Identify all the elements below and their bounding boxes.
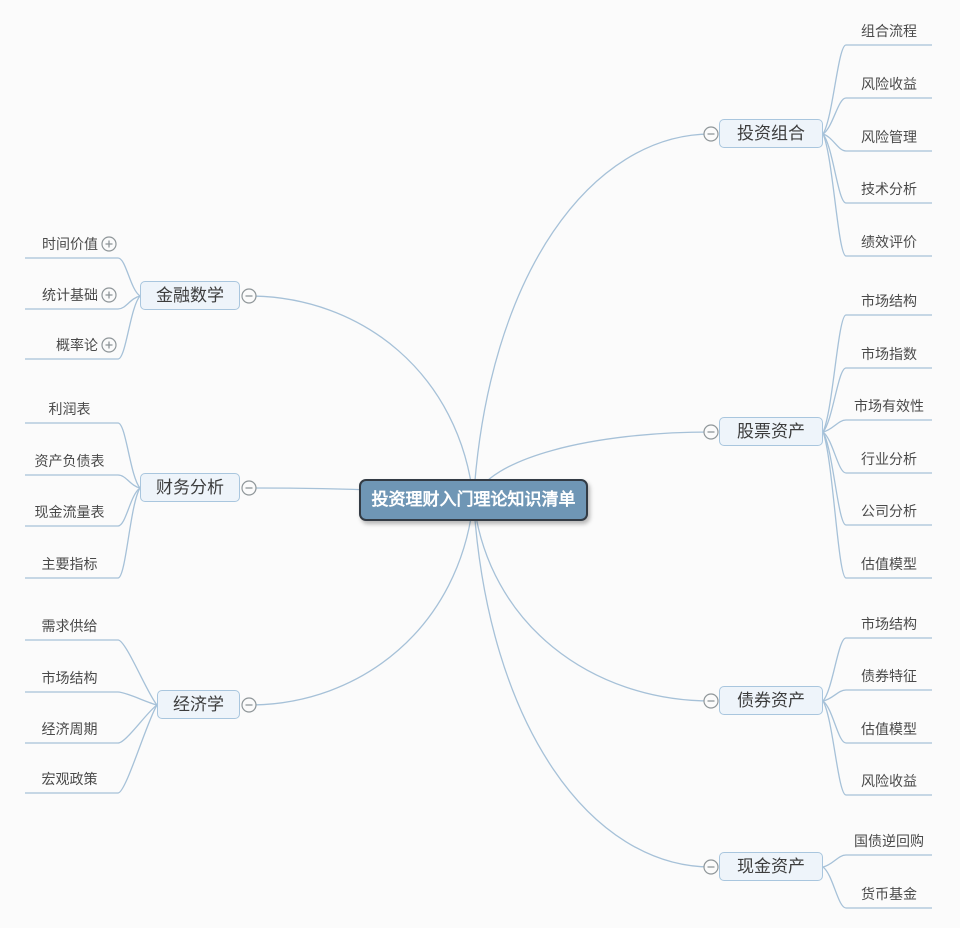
branch-topic-stock-assets[interactable]: 股票资产: [719, 417, 823, 446]
edge-economics-child-1: [25, 691, 158, 706]
subtopic-label[interactable]: 绩效评价: [861, 234, 917, 250]
central-topic[interactable]: 投资理财入门理论知识清单: [359, 479, 588, 521]
edge-bond-assets-child-1: [822, 689, 932, 702]
edge-portfolio-child-3: [822, 133, 932, 204]
branch-topic-economics[interactable]: 经济学: [157, 690, 240, 719]
minus-icon[interactable]: [241, 480, 257, 496]
minus-icon[interactable]: [703, 859, 719, 875]
subtopic-label[interactable]: 统计基础: [42, 287, 98, 303]
subtopic-label[interactable]: 市场有效性: [854, 398, 924, 414]
subtopic-label[interactable]: 货币基金: [861, 886, 917, 902]
edge-stock-assets-child-1: [822, 367, 932, 433]
plus-icon[interactable]: [101, 337, 117, 353]
edge-financial-analysis-child-3: [25, 487, 141, 579]
plus-icon[interactable]: [101, 236, 117, 252]
branch-topic-cash-assets[interactable]: 现金资产: [719, 852, 823, 881]
edge-economics-child-3: [25, 704, 158, 794]
edge-financial-math-child-0: [25, 257, 141, 297]
subtopic-label[interactable]: 市场结构: [41, 670, 98, 686]
edge-bond-assets-child-3: [822, 700, 932, 796]
branch-topic-portfolio[interactable]: 投资组合: [719, 119, 823, 148]
edge-stock-assets-child-5: [822, 431, 932, 579]
minus-icon[interactable]: [703, 424, 719, 440]
subtopic-label[interactable]: 现金流量表: [34, 504, 105, 520]
subtopic-label[interactable]: 市场指数: [861, 346, 917, 362]
edge-financial-analysis-child-1: [25, 474, 141, 489]
subtopic-label[interactable]: 技术分析: [861, 181, 917, 197]
subtopic-label[interactable]: 利润表: [48, 401, 91, 417]
subtopic-label[interactable]: 资产负债表: [34, 453, 105, 469]
plus-icon[interactable]: [101, 287, 117, 303]
subtopic-label[interactable]: 估值模型: [861, 556, 917, 572]
subtopic-label[interactable]: 宏观政策: [41, 771, 98, 787]
edge-stock-assets-child-4: [822, 431, 932, 526]
subtopic-label[interactable]: 主要指标: [41, 556, 98, 572]
subtopic-label[interactable]: 概率论: [56, 337, 98, 353]
edge-financial-analysis-child-0: [25, 422, 141, 489]
subtopic-label[interactable]: 估值模型: [861, 721, 917, 737]
minus-icon[interactable]: [241, 697, 257, 713]
edge-economics-child-0: [25, 639, 158, 706]
edge-cash-assets-child-0: [822, 854, 932, 868]
edge-stock-assets-child-0: [822, 314, 932, 433]
branch-topic-financial-math[interactable]: 金融数学: [140, 281, 240, 310]
minus-icon[interactable]: [703, 693, 719, 709]
branch-topic-financial-analysis[interactable]: 财务分析: [140, 473, 240, 502]
subtopic-label[interactable]: 行业分析: [861, 451, 917, 467]
edge-central-to-financial-math: [248, 295, 475, 501]
subtopic-label[interactable]: 国债逆回购: [854, 833, 924, 849]
subtopic-label[interactable]: 风险收益: [861, 76, 917, 92]
edge-stock-assets-child-3: [822, 431, 932, 474]
edge-financial-math-child-1: [25, 295, 141, 310]
subtopic-label[interactable]: 市场结构: [861, 293, 917, 309]
edge-portfolio-child-1: [822, 97, 932, 135]
subtopic-label[interactable]: 债券特征: [861, 668, 917, 684]
subtopic-label[interactable]: 公司分析: [861, 503, 917, 519]
edge-stock-assets-child-2: [822, 419, 932, 433]
subtopic-label[interactable]: 市场结构: [861, 616, 917, 632]
subtopic-label[interactable]: 需求供给: [41, 618, 98, 634]
edge-portfolio-child-4: [822, 133, 932, 257]
edge-financial-analysis-child-2: [25, 487, 141, 527]
minus-icon[interactable]: [241, 288, 257, 304]
edge-portfolio-child-2: [822, 133, 932, 152]
subtopic-label[interactable]: 时间价值: [42, 236, 98, 252]
edge-central-to-cash-assets: [472, 499, 712, 868]
subtopic-label[interactable]: 组合流程: [861, 23, 917, 39]
subtopic-label[interactable]: 风险收益: [861, 773, 917, 789]
subtopic-label[interactable]: 经济周期: [41, 721, 98, 737]
edge-bond-assets-child-0: [822, 637, 932, 702]
edge-portfolio-child-0: [822, 44, 932, 135]
edge-central-to-portfolio: [472, 133, 712, 501]
minus-icon[interactable]: [703, 126, 719, 142]
subtopic-label[interactable]: 风险管理: [861, 129, 917, 145]
branch-topic-bond-assets[interactable]: 债券资产: [719, 686, 823, 715]
edge-central-to-economics: [248, 499, 475, 706]
edge-economics-child-2: [25, 704, 158, 744]
edge-cash-assets-child-1: [822, 866, 932, 909]
edge-bond-assets-child-2: [822, 700, 932, 744]
edge-central-to-bond-assets: [472, 499, 712, 702]
edge-financial-math-child-2: [25, 295, 141, 360]
